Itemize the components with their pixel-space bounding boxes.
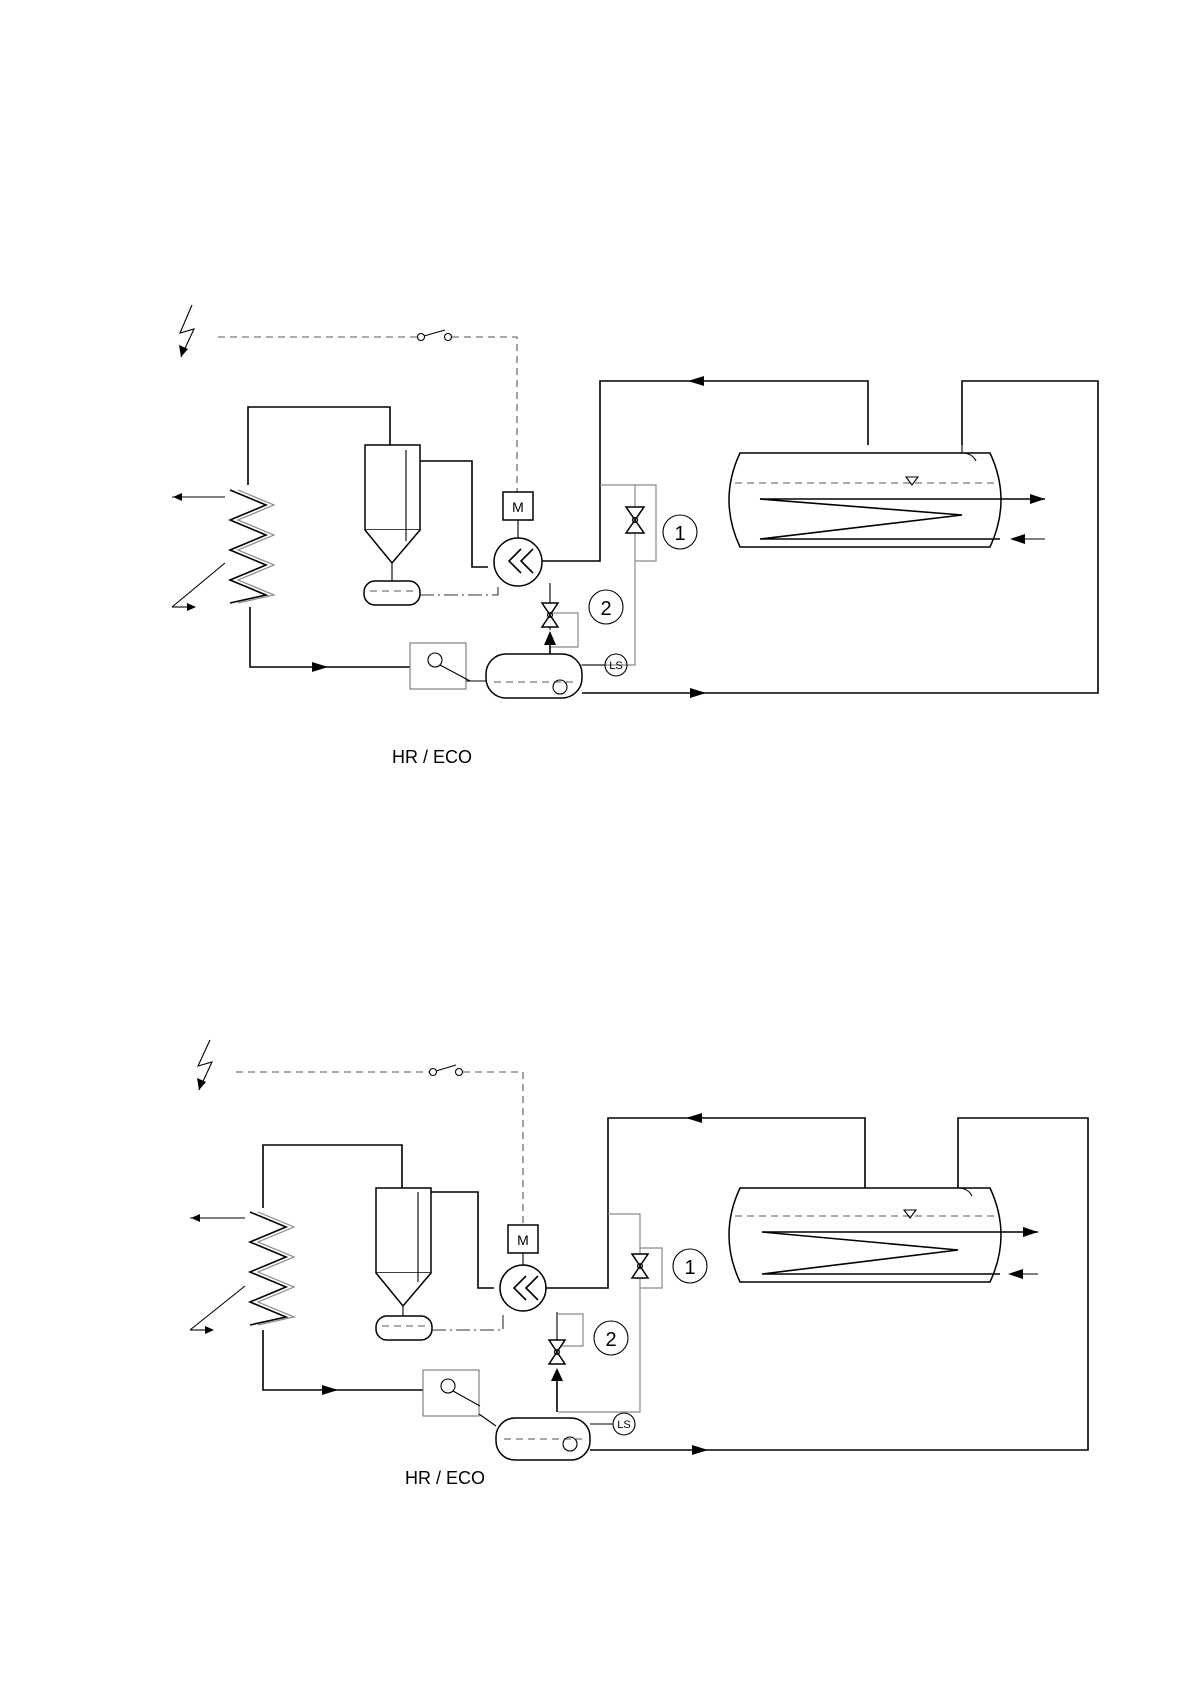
hr-eco-unit: HR / ECO — [405, 1370, 485, 1488]
flow-arrow — [312, 662, 328, 672]
switch-contact-left — [418, 334, 425, 341]
hr-eco-label: HR / ECO — [392, 747, 472, 765]
condenser-coil — [190, 1212, 294, 1334]
switch-blade — [436, 1065, 456, 1071]
lightning-icon — [179, 305, 194, 357]
liquid-line-to-hr — [250, 607, 412, 667]
valve-2-label: 2 — [600, 598, 611, 620]
oil-receiver — [364, 581, 420, 605]
flow-arrow — [686, 1113, 702, 1123]
valve-2-label: 2 — [605, 1329, 616, 1351]
hr-eco-unit: HR / ECO — [392, 643, 472, 765]
oil-separator — [376, 1188, 494, 1320]
flow-arrow — [690, 688, 706, 698]
condenser-coil — [172, 490, 274, 611]
evaporator — [729, 445, 1045, 547]
flow-arrow — [688, 376, 704, 386]
level-switch-label: LS — [609, 660, 622, 672]
oil-return-line — [432, 1312, 503, 1330]
refrigeration-schematic-1: M 1 2 HR / ECO — [0, 285, 1191, 765]
valve-1-assembly: 1 — [558, 1214, 707, 1412]
valve-2-assembly: 2 — [549, 1312, 628, 1412]
refrigeration-schematic-2: M 1 2 HR / ECO — [0, 1020, 1191, 1495]
lightning-icon — [197, 1040, 212, 1090]
switch-contact-left — [430, 1069, 437, 1076]
evaporator — [729, 1188, 1038, 1282]
switch-blade — [424, 330, 445, 336]
motor: M — [508, 1225, 538, 1266]
compressor — [500, 1265, 546, 1311]
liquid-line-to-evaporator — [590, 1118, 1088, 1450]
compressor — [494, 538, 542, 586]
motor-label: M — [512, 499, 524, 515]
schematic-2-canvas: M 1 2 HR / ECO — [0, 1020, 1191, 1495]
switch-contact-right — [456, 1069, 463, 1076]
switch-contact-right — [445, 334, 452, 341]
oil-return-line — [420, 583, 498, 595]
hr-eco-label: HR / ECO — [405, 1468, 485, 1488]
oil-separator — [365, 445, 488, 583]
motor: M — [503, 492, 533, 540]
valve-1-assembly: 1 — [550, 485, 697, 665]
valve-1-label: 1 — [674, 523, 685, 545]
flow-arrow — [692, 1445, 708, 1455]
liquid-receiver: LS — [466, 654, 627, 698]
schematic-1-canvas: M 1 2 HR / ECO — [0, 285, 1191, 765]
valve-1-label: 1 — [684, 1257, 695, 1279]
liquid-receiver: LS — [479, 1413, 635, 1460]
oil-receiver — [376, 1316, 432, 1340]
motor-label: M — [517, 1232, 529, 1248]
level-switch-label: LS — [617, 1419, 630, 1431]
flow-arrow — [322, 1385, 338, 1395]
